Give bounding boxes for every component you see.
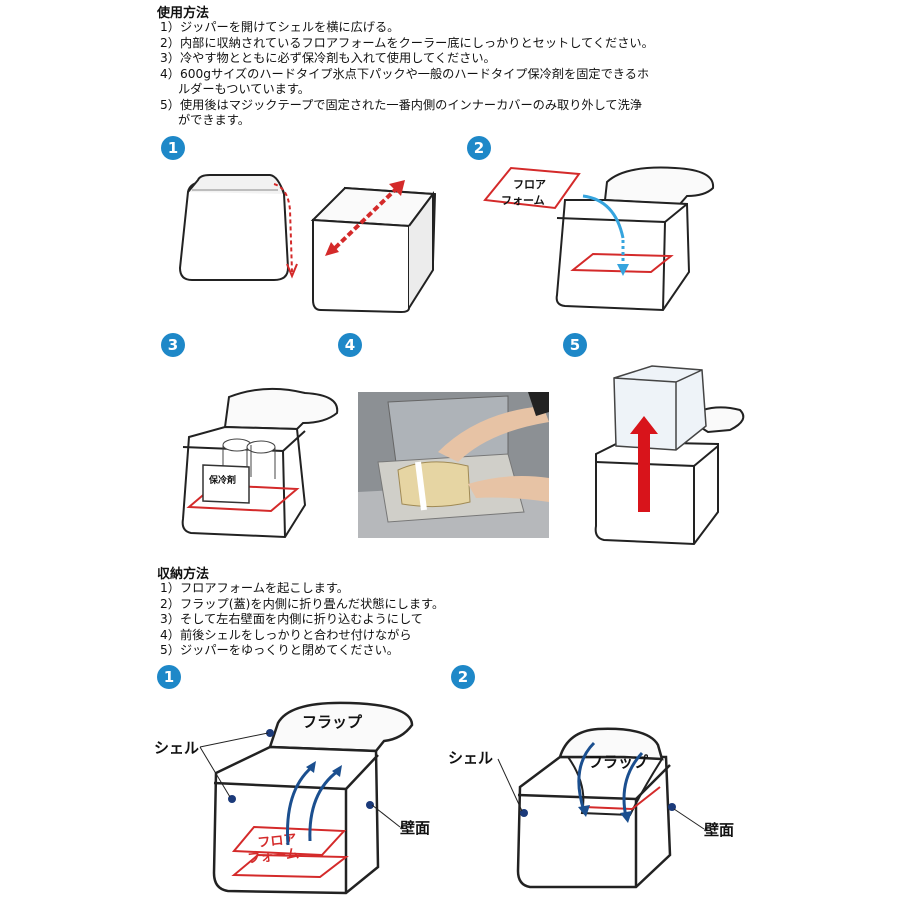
wall-label-1: 壁面 bbox=[400, 819, 430, 837]
usage-step-4-cont: ルダーもついています。 bbox=[178, 82, 310, 96]
holder-photo bbox=[358, 392, 549, 538]
usage-badge-5: 5 bbox=[563, 333, 587, 357]
storage-step-2: 2）フラップ(蓋)を内側に折り畳んだ状態にします。 bbox=[160, 596, 445, 611]
flap-label-1: フラップ bbox=[302, 713, 363, 731]
storage-figure-2: フラップ シェル 壁面 bbox=[448, 727, 734, 889]
storage-step-3: 3）そして左右壁面を内側に折り込むようにして bbox=[160, 612, 423, 626]
storage-step-5: 5）ジッパーをゆっくりと閉めてください。 bbox=[160, 643, 399, 657]
storage-title: 収納方法 bbox=[157, 567, 210, 582]
usage-title: 使用方法 bbox=[157, 6, 210, 21]
usage-step-3: 3）冷やす物とともに必ず保冷剤も入れて使用してください。 bbox=[160, 51, 496, 65]
usage-badge-1: 1 bbox=[161, 136, 185, 160]
usage-step-4: 4）600gサイズのハードタイプ氷点下パックや一般のハードタイプ保冷剤を固定でき… bbox=[160, 66, 650, 81]
wall-label-2: 壁面 bbox=[704, 821, 734, 839]
floor-form-label-1: フロア bbox=[513, 178, 546, 191]
usage-step-1: 1）ジッパーを開けてシェルを横に広げる。 bbox=[160, 20, 400, 34]
storage-badge-2: 2 bbox=[451, 665, 475, 689]
usage-badge-4: 4 bbox=[338, 333, 362, 357]
shell-label-2: シェル bbox=[448, 749, 493, 767]
closed-cooler-illustration bbox=[178, 174, 298, 281]
ice-pack-illustration: 保冷剤 bbox=[181, 387, 339, 539]
floor-form-insert-illustration: フロア フォーム bbox=[483, 166, 715, 312]
storage-steps: 1）フロアフォームを起こします。 2）フラップ(蓋)を内側に折り畳んだ状態にしま… bbox=[160, 581, 444, 659]
storage-badge-1: 1 bbox=[157, 665, 181, 689]
opening-cooler-illustration bbox=[310, 180, 437, 314]
inner-cover-removal-illustration bbox=[594, 365, 745, 546]
storage-step-1: 1）フロアフォームを起こします。 bbox=[160, 581, 349, 595]
shell-label-1: シェル bbox=[154, 739, 199, 757]
storage-step-4: 4）前後シェルをしっかりと合わせ付けながら bbox=[160, 627, 412, 642]
floor-form-label-2: フォーム bbox=[501, 194, 545, 207]
ice-pack-label: 保冷剤 bbox=[208, 474, 236, 486]
usage-badge-2: 2 bbox=[467, 136, 491, 160]
usage-steps: 1）ジッパーを開けてシェルを横に広げる。 2）内部に収納されているフロアフォーム… bbox=[160, 20, 654, 129]
storage-figure-1: フラップ フロア フォーム シェル 壁面 bbox=[154, 701, 430, 895]
usage-step-5-cont: ができます。 bbox=[178, 113, 250, 127]
usage-step-2: 2）内部に収納されているフロアフォームをクーラー底にしっかりとセットしてください… bbox=[160, 35, 654, 50]
floor-label-1b: フォーム bbox=[247, 847, 300, 867]
usage-badge-3: 3 bbox=[161, 333, 185, 357]
usage-step-5: 5）使用後はマジックテープで固定された一番内側のインナーカバーのみ取り外して洗浄 bbox=[160, 97, 642, 112]
